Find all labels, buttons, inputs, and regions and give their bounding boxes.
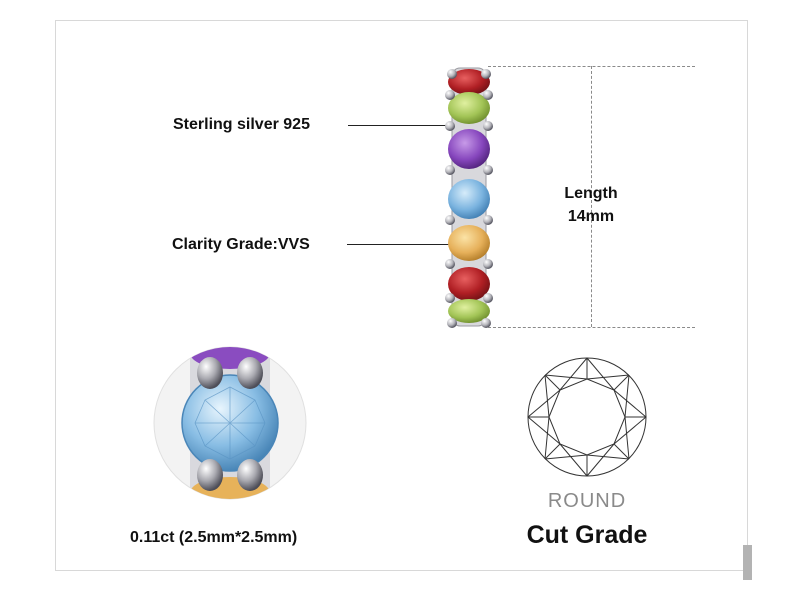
stone-garnet-top: [448, 69, 490, 95]
stone-closeup: [153, 346, 307, 500]
cut-shape-label: ROUND: [547, 490, 627, 512]
product-frame: [55, 20, 748, 571]
material-leader-line: [348, 125, 456, 126]
round-cut-diagram: [527, 357, 647, 477]
cut-grade-title: Cut Grade: [526, 521, 648, 549]
stone-garnet-bottom: [448, 267, 490, 301]
clarity-leader-line: [347, 244, 457, 245]
stone-peridot-1: [448, 92, 490, 124]
stone-citrine: [448, 225, 490, 261]
length-label: Length 14mm: [548, 182, 634, 228]
stone-topaz: [448, 179, 490, 219]
length-title: Length: [564, 185, 618, 202]
prongs: [445, 69, 493, 328]
stone-peridot-2: [448, 299, 490, 323]
material-label: Sterling silver 925: [173, 116, 310, 133]
earring-stone-column: [445, 67, 493, 328]
clarity-label: Clarity Grade:VVS: [172, 236, 310, 253]
scrollbar-handle[interactable]: [743, 545, 752, 580]
stone-size-caption: 0.11ct (2.5mm*2.5mm): [130, 529, 298, 546]
stone-amethyst: [448, 129, 490, 169]
length-value: 14mm: [567, 208, 615, 225]
length-arrow-line: [591, 66, 592, 327]
length-bottom-guide: [488, 327, 695, 328]
